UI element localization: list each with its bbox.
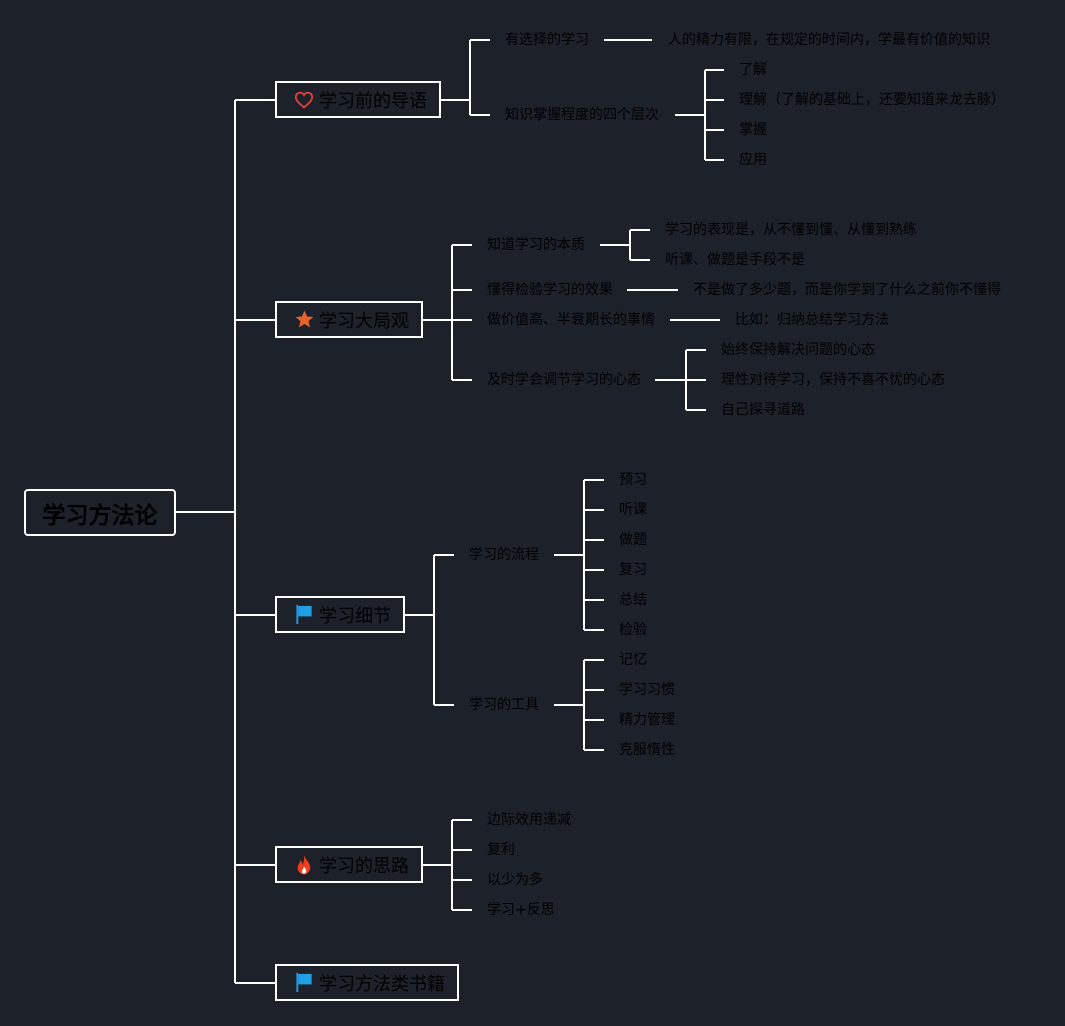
leaf-node[interactable]: 听课、做题是手段不是 [665,252,805,268]
topic-node[interactable]: 复利 [487,842,515,858]
branch-node-thinking[interactable]: 学习的思路 [275,846,423,883]
topic-node[interactable]: 及时学会调节学习的心态 [487,372,641,388]
topic-node[interactable]: 懂得检验学习的效果 [487,282,613,298]
branch-node-books[interactable]: 学习方法类书籍 [275,964,459,1001]
leaf-node[interactable]: 预习 [619,472,647,488]
leaf-node[interactable]: 复习 [619,562,647,578]
leaf-node[interactable]: 了解 [739,62,767,78]
leaf-node[interactable]: 自己探寻道路 [721,402,805,418]
leaf-node[interactable]: 理解（了解的基础上，还要知道来龙去脉） [739,92,1005,108]
leaf-node[interactable]: 听课 [619,502,647,518]
leaf-node[interactable]: 学习的表现是，从不懂到懂、从懂到熟练 [665,222,917,238]
branch-label: 学习的思路 [319,855,409,877]
leaf-node[interactable]: 掌握 [739,122,767,138]
star-icon [293,309,315,331]
topic-node[interactable]: 学习的工具 [469,697,539,713]
branch-label: 学习细节 [319,605,391,627]
branch-label: 学习大局观 [319,310,409,332]
flag-icon [293,604,315,626]
root-node[interactable]: 学习方法论 [24,489,176,536]
leaf-node[interactable]: 检验 [619,622,647,638]
topic-node[interactable]: 学习的流程 [469,547,539,563]
leaf-node[interactable]: 应用 [739,152,767,168]
leaf-node[interactable]: 记忆 [619,652,647,668]
leaf-node[interactable]: 学习习惯 [619,682,675,698]
topic-node[interactable]: 知识掌握程度的四个层次 [505,107,659,123]
leaf-node[interactable]: 人的精力有限，在规定的时间内，学最有价值的知识 [668,32,990,48]
leaf-node[interactable]: 始终保持解决问题的心态 [721,342,875,358]
topic-node[interactable]: 知道学习的本质 [487,237,585,253]
leaf-node[interactable]: 精力管理 [619,712,675,728]
branch-node-big-picture[interactable]: 学习大局观 [275,301,423,338]
topic-node[interactable]: 边际效用递减 [487,812,571,828]
flag-icon [293,972,315,994]
branch-label: 学习前的导语 [319,90,427,112]
topic-node[interactable]: 有选择的学习 [505,32,589,48]
leaf-node[interactable]: 不是做了多少题，而是你学到了什么之前你不懂得 [693,282,1001,298]
fire-icon [293,854,315,876]
leaf-node[interactable]: 理性对待学习，保持不喜不忧的心态 [721,372,945,388]
topic-node[interactable]: 学习+反思 [487,902,555,918]
leaf-node[interactable]: 做题 [619,532,647,548]
topic-node[interactable]: 以少为多 [487,872,543,888]
branch-node-intro[interactable]: 学习前的导语 [275,81,441,118]
heart-icon [293,89,315,111]
leaf-node[interactable]: 比如：归纳总结学习方法 [735,312,889,328]
leaf-node[interactable]: 总结 [619,592,647,608]
branch-node-details[interactable]: 学习细节 [275,596,405,633]
branch-label: 学习方法类书籍 [319,973,445,995]
root-label: 学习方法论 [42,502,158,529]
topic-node[interactable]: 做价值高、半衰期长的事情 [487,312,655,328]
leaf-node[interactable]: 克服惰性 [619,742,675,758]
